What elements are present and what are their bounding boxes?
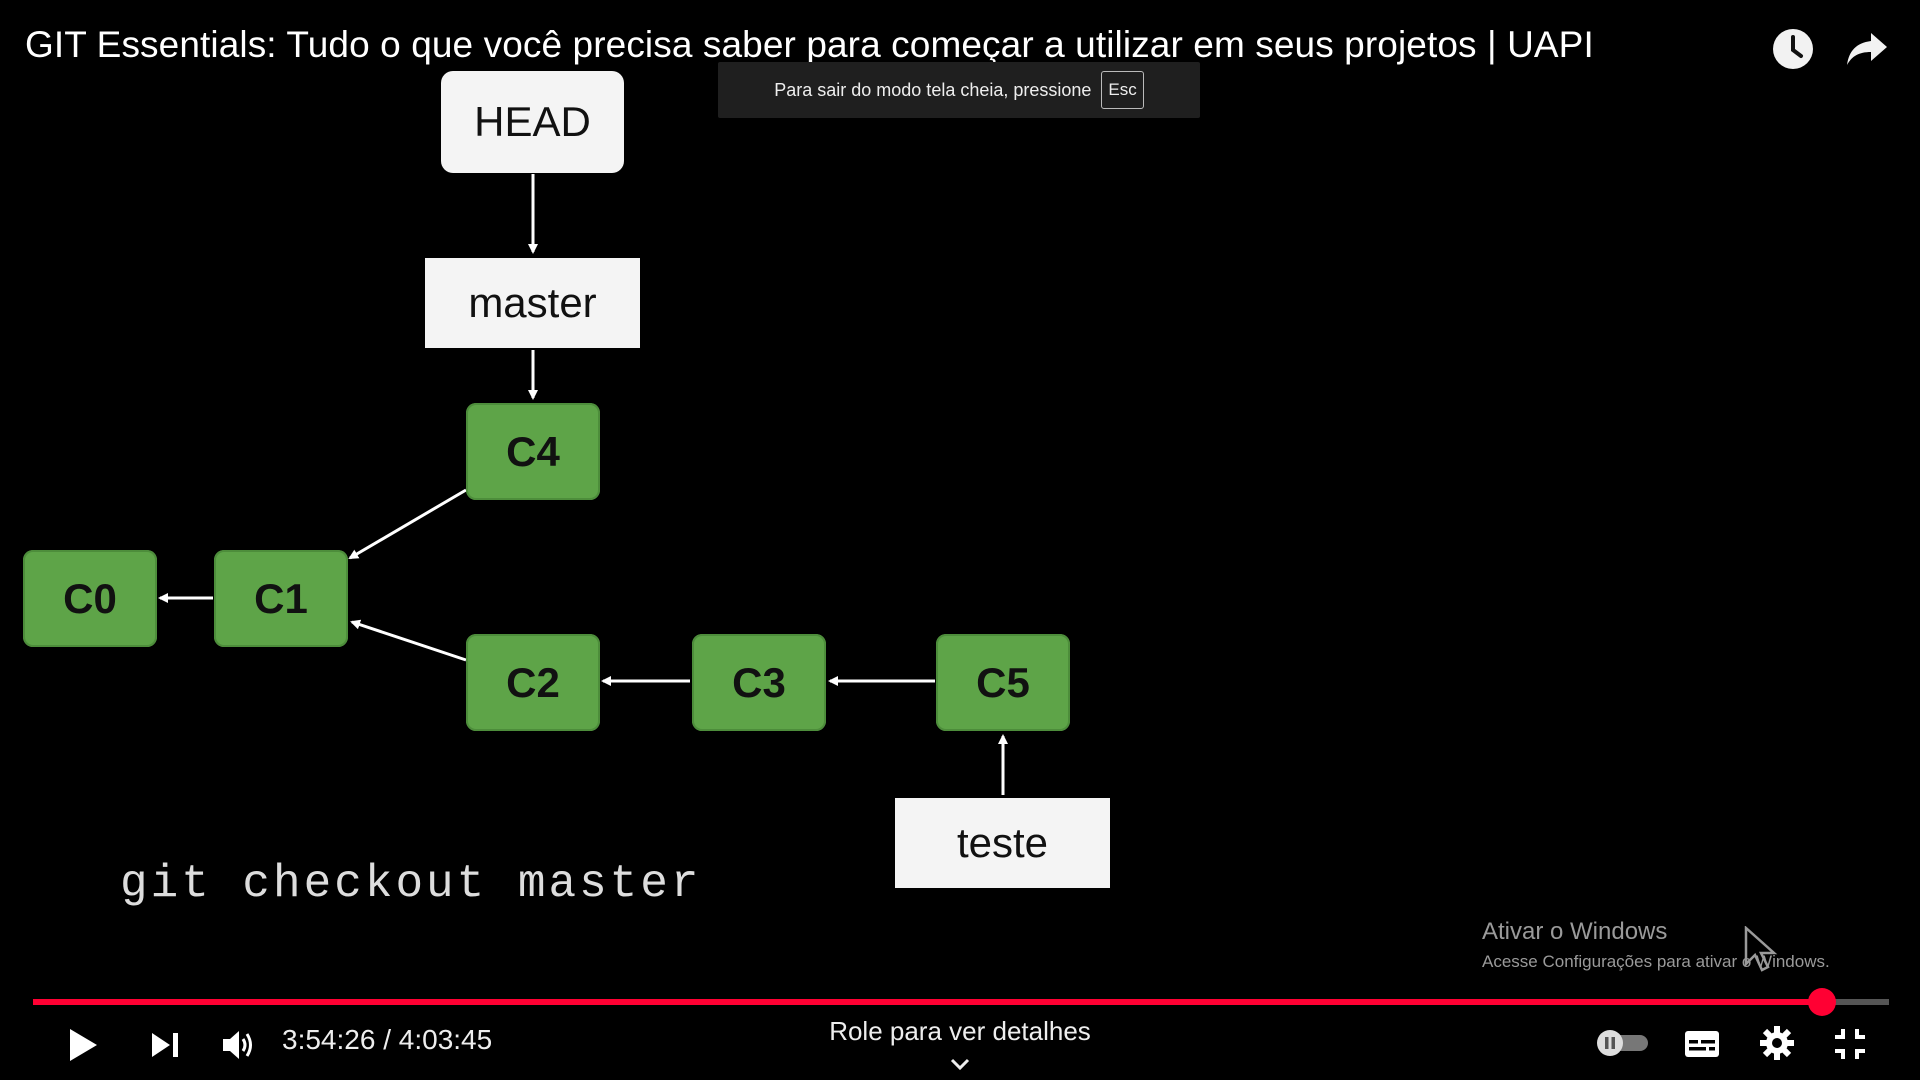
settings-gear-icon	[1760, 1026, 1794, 1060]
progress-bar[interactable]	[33, 988, 1889, 1016]
commit-c1: C1	[214, 550, 348, 647]
duration: 4:03:45	[398, 1024, 493, 1055]
play-button[interactable]	[60, 1022, 106, 1068]
commit-c3: C3	[692, 634, 826, 731]
next-button[interactable]	[142, 1022, 188, 1068]
arrow-c4-to-c1	[348, 488, 467, 560]
commit-c2: C2	[466, 634, 600, 731]
video-title: GIT Essentials: Tudo o que você precisa …	[25, 24, 1594, 65]
subtitles-button[interactable]	[1682, 1024, 1722, 1064]
watch-later-button[interactable]	[1770, 26, 1816, 72]
git-command: git checkout master	[120, 858, 702, 910]
play-icon	[70, 1029, 97, 1061]
share-icon	[1847, 33, 1887, 65]
windows-activation-watermark: Ativar o Windows Acesse Configurações pa…	[1482, 918, 1830, 972]
commit-c5: C5	[936, 634, 1070, 731]
commit-c4: C4	[466, 403, 600, 500]
progress-scrubber[interactable]	[1808, 988, 1837, 1016]
scroll-for-details[interactable]: Role para ver detalhes	[760, 1016, 1160, 1078]
esc-key-hint: Esc	[1101, 71, 1144, 109]
time-separator: /	[383, 1024, 391, 1055]
scroll-hint-label: Role para ver detalhes	[829, 1016, 1091, 1046]
branch-teste: teste	[895, 798, 1110, 888]
watermark-title: Ativar o Windows	[1482, 918, 1668, 945]
next-icon	[152, 1033, 178, 1057]
branch-master: master	[425, 258, 640, 348]
fullscreen-exit-notice: Para sair do modo tela cheia, pressione …	[718, 62, 1200, 118]
arrow-c2-to-c1	[350, 619, 467, 662]
autoplay-toggle[interactable]	[1594, 1028, 1652, 1058]
volume-icon	[223, 1031, 252, 1059]
clock-icon	[1773, 29, 1813, 69]
watermark-subtitle: Acesse Configurações para ativar o Windo…	[1482, 952, 1830, 971]
autoplay-toggle-icon	[1597, 1030, 1648, 1056]
progress-played	[33, 999, 1823, 1005]
mouse-cursor-icon	[1744, 926, 1778, 972]
subtitles-icon	[1685, 1031, 1719, 1057]
fullscreen-notice-text: Para sair do modo tela cheia, pressione	[774, 79, 1092, 100]
share-button[interactable]	[1844, 26, 1890, 72]
head-pointer: HEAD	[441, 71, 624, 173]
volume-button[interactable]	[214, 1020, 264, 1070]
commit-c0: C0	[23, 550, 157, 647]
settings-button[interactable]	[1756, 1022, 1798, 1064]
exit-fullscreen-button[interactable]	[1830, 1024, 1870, 1064]
time-display: 3:54:26 / 4:03:45	[282, 1024, 492, 1056]
current-time: 3:54:26	[282, 1024, 376, 1055]
chevron-down-icon	[950, 1058, 970, 1071]
exit-fullscreen-icon	[1835, 1029, 1865, 1059]
